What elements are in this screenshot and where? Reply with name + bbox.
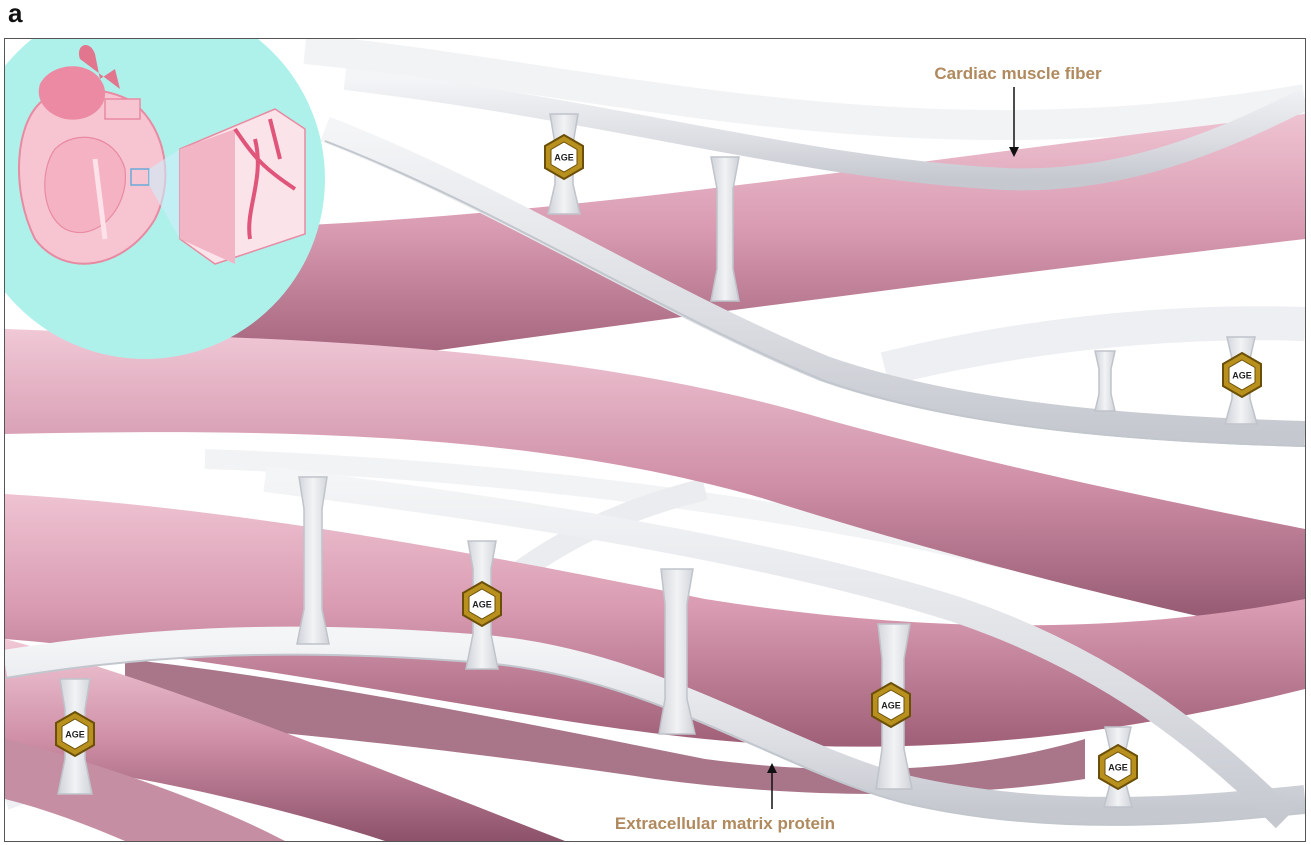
age-badge: AGE [56,712,94,756]
age-badge: AGE [1223,353,1261,397]
age-badge-label: AGE [1108,763,1128,773]
cardiac-muscle-fiber-label: Cardiac muscle fiber [934,64,1102,83]
age-badge: AGE [1099,745,1137,789]
age-badge: AGE [545,135,583,179]
ecm-diagram: AGE AGE AGE AGE AGE AGE [5,39,1305,841]
diagram-frame: AGE AGE AGE AGE AGE AGE [4,38,1306,842]
age-badge: AGE [872,683,910,727]
age-badge-label: AGE [472,600,492,610]
age-badge-label: AGE [554,153,574,163]
age-badge-label: AGE [1232,371,1252,381]
panel-letter: a [8,0,22,29]
extracellular-matrix-protein-label: Extracellular matrix protein [615,814,835,833]
age-badge: AGE [463,582,501,626]
age-badge-label: AGE [881,701,901,711]
age-badge-label: AGE [65,730,85,740]
crosslink-post [1095,351,1115,411]
